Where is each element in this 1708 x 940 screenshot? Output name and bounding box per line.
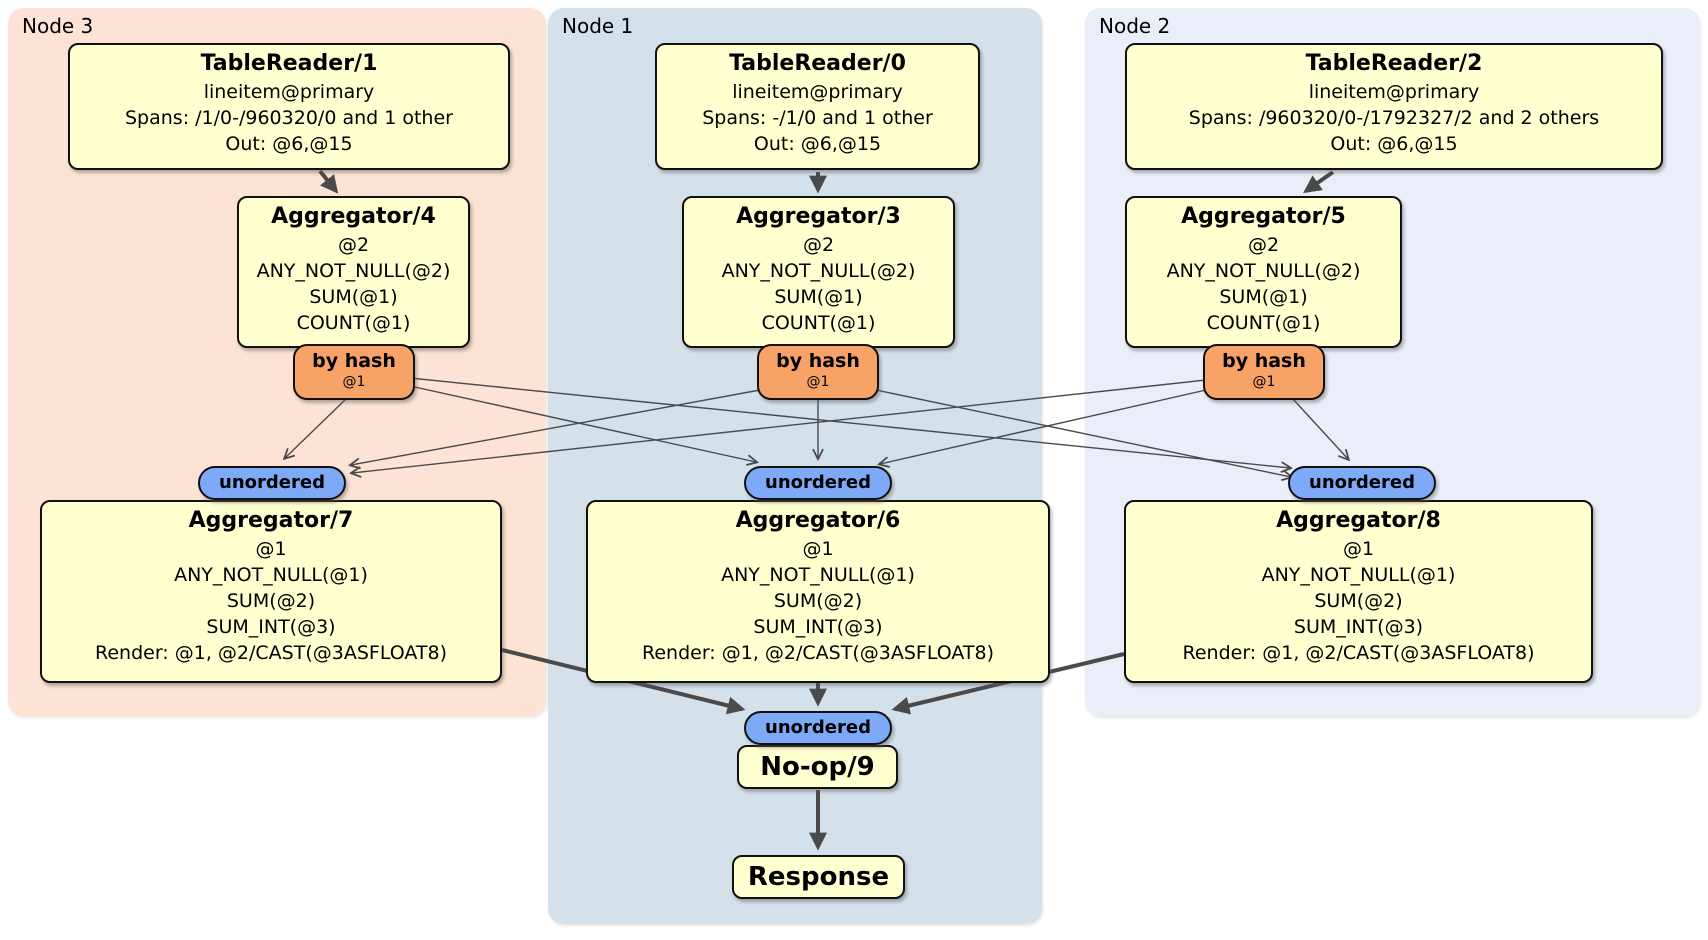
processor-aggregator-8: Aggregator/8 @1 ANY_NOT_NULL(@1) SUM(@2)…: [1124, 500, 1593, 683]
processor-detail: COUNT(@1): [761, 312, 876, 334]
response-node: Response: [732, 855, 905, 899]
panel-label-node1: Node 1: [562, 14, 634, 38]
processor-detail: ANY_NOT_NULL(@2): [256, 260, 451, 282]
processor-detail: Render: @1, @2/CAST(@3ASFLOAT8): [1182, 642, 1535, 664]
processor-title: TableReader/0: [729, 51, 906, 76]
processor-detail: ANY_NOT_NULL(@2): [1166, 260, 1361, 282]
processor-detail: Out: @6,@15: [753, 133, 882, 155]
processor-detail: Spans: -/1/0 and 1 other: [702, 107, 933, 129]
router-by-hash-node1: by hash @1: [757, 344, 879, 400]
processor-aggregator-6: Aggregator/6 @1 ANY_NOT_NULL(@1) SUM(@2)…: [586, 500, 1050, 683]
processor-detail: SUM(@1): [774, 286, 863, 308]
sync-unordered-node1: unordered: [744, 466, 892, 500]
processor-detail: COUNT(@1): [1206, 312, 1321, 334]
processor-detail: ANY_NOT_NULL(@1): [1261, 564, 1456, 586]
processor-detail: @2: [337, 234, 370, 256]
processor-detail: @2: [802, 234, 835, 256]
processor-detail: ANY_NOT_NULL(@1): [721, 564, 915, 586]
processor-aggregator-7: Aggregator/7 @1 ANY_NOT_NULL(@1) SUM(@2)…: [40, 500, 502, 683]
processor-detail: @1: [1342, 538, 1375, 560]
router-label: by hash: [776, 350, 860, 372]
processor-detail: SUM(@2): [1314, 590, 1403, 612]
processor-detail: COUNT(@1): [296, 312, 411, 334]
processor-detail: ANY_NOT_NULL(@2): [721, 260, 916, 282]
processor-detail: Spans: /1/0-/960320/0 and 1 other: [125, 107, 453, 129]
processor-detail: SUM(@1): [1219, 286, 1308, 308]
sync-unordered-node2: unordered: [1288, 466, 1436, 500]
processor-tablereader-0: TableReader/0 lineitem@primary Spans: -/…: [655, 43, 980, 170]
processor-detail: SUM_INT(@3): [206, 616, 336, 638]
processor-aggregator-5: Aggregator/5 @2 ANY_NOT_NULL(@2) SUM(@1)…: [1125, 196, 1402, 348]
processor-noop-9: No-op/9: [737, 745, 898, 789]
processor-detail: lineitem@primary: [203, 81, 375, 103]
router-tag: @1: [1252, 374, 1276, 390]
processor-aggregator-3: Aggregator/3 @2 ANY_NOT_NULL(@2) SUM(@1)…: [682, 196, 955, 348]
processor-detail: Spans: /960320/0-/1792327/2 and 2 others: [1188, 107, 1600, 129]
panel-label-node3: Node 3: [22, 14, 94, 38]
processor-title: Aggregator/7: [188, 508, 354, 533]
processor-tablereader-2: TableReader/2 lineitem@primary Spans: /9…: [1125, 43, 1663, 170]
processor-detail: SUM_INT(@3): [753, 616, 883, 638]
processor-detail: lineitem@primary: [732, 81, 903, 103]
processor-detail: Render: @1, @2/CAST(@3ASFLOAT8): [642, 642, 994, 664]
panel-label-node2: Node 2: [1099, 14, 1171, 38]
processor-title: Aggregator/3: [736, 204, 901, 229]
router-by-hash-node2: by hash @1: [1203, 344, 1325, 400]
processor-title: Aggregator/4: [271, 204, 436, 229]
processor-detail: SUM_INT(@3): [1293, 616, 1424, 638]
processor-detail: @2: [1247, 234, 1280, 256]
processor-detail: Render: @1, @2/CAST(@3ASFLOAT8): [95, 642, 447, 664]
router-label: by hash: [312, 350, 396, 372]
processor-detail: Out: @6,@15: [225, 133, 353, 155]
sync-unordered-final: unordered: [744, 711, 892, 745]
processor-tablereader-1: TableReader/1 lineitem@primary Spans: /1…: [68, 43, 510, 170]
processor-aggregator-4: Aggregator/4 @2 ANY_NOT_NULL(@2) SUM(@1)…: [237, 196, 470, 348]
processor-detail: @1: [802, 538, 834, 560]
processor-title: Aggregator/5: [1181, 204, 1346, 229]
router-by-hash-node3: by hash @1: [293, 344, 415, 400]
processor-title: TableReader/2: [1305, 51, 1483, 76]
processor-detail: @1: [255, 538, 287, 560]
processor-detail: ANY_NOT_NULL(@1): [174, 564, 368, 586]
processor-detail: SUM(@2): [226, 590, 316, 612]
processor-detail: Out: @6,@15: [1330, 133, 1458, 155]
router-label: by hash: [1222, 350, 1306, 372]
processor-title: Aggregator/6: [735, 508, 901, 533]
processor-detail: SUM(@1): [309, 286, 398, 308]
processor-detail: lineitem@primary: [1308, 81, 1480, 103]
processor-detail: SUM(@2): [773, 590, 863, 612]
sync-unordered-node3: unordered: [198, 466, 346, 500]
router-tag: @1: [806, 374, 830, 390]
router-tag: @1: [342, 374, 366, 390]
processor-title: TableReader/1: [200, 51, 378, 76]
processor-title: Aggregator/8: [1276, 508, 1441, 533]
